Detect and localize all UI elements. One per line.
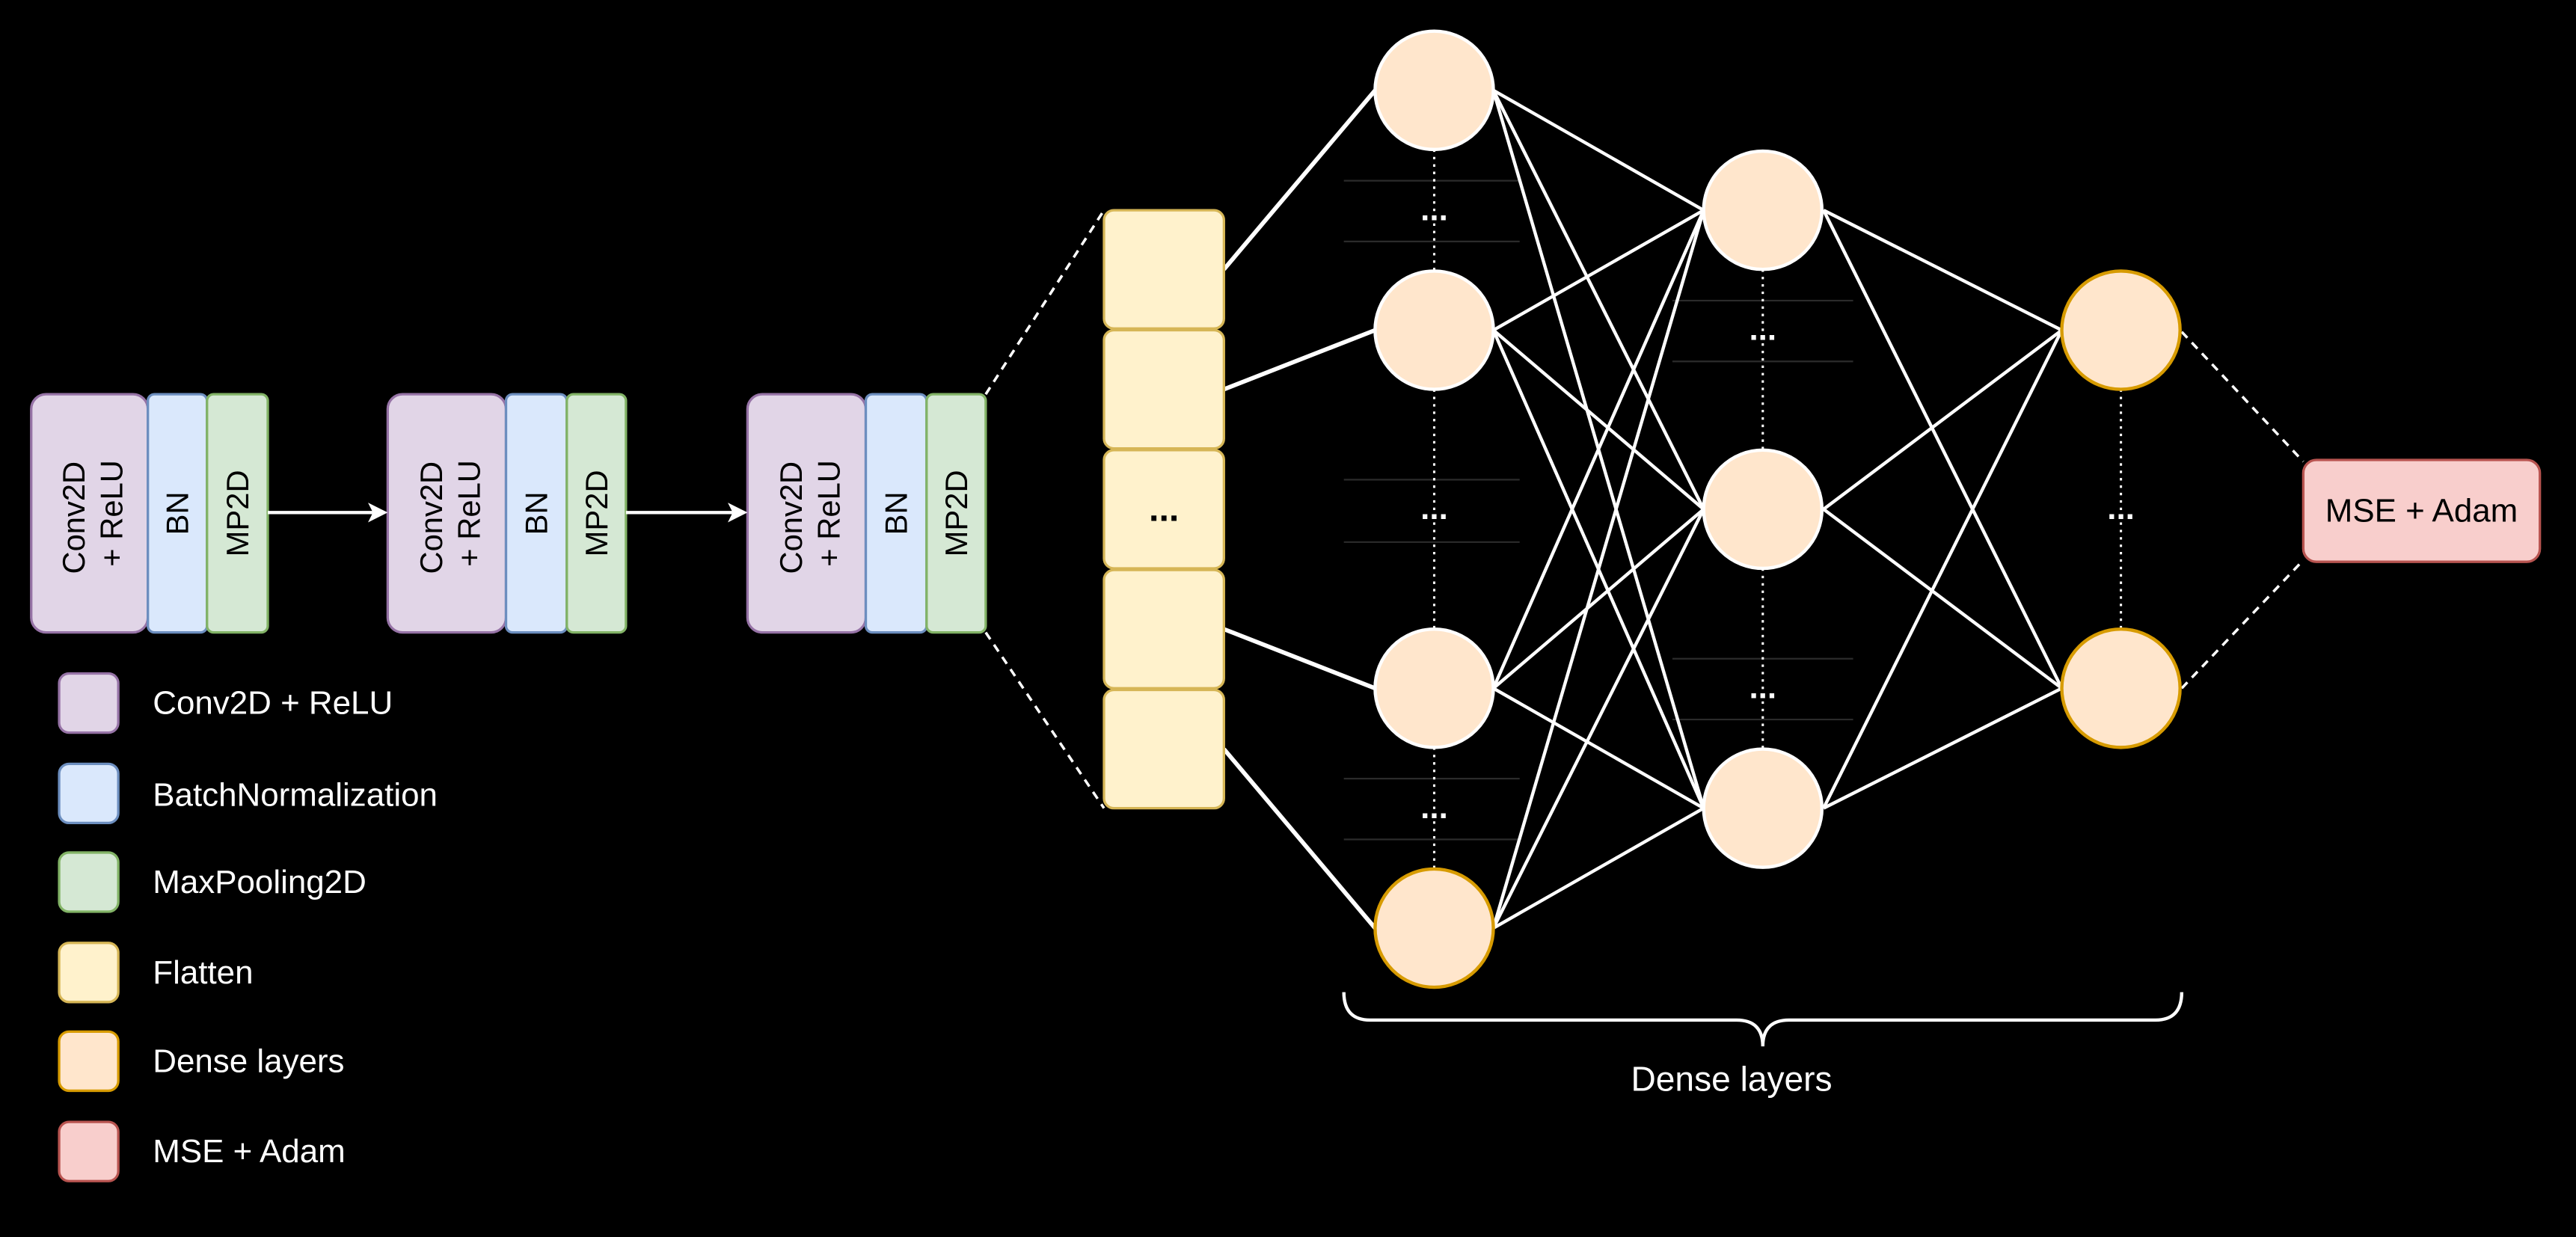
edge [1492,687,1705,810]
dense-layer-1 [1373,29,1495,989]
legend: Conv2D + ReLU BatchNormalization MaxPool… [58,672,438,1182]
flatten-column: ... [1103,209,1225,810]
dense-node [1702,149,1824,271]
legend-swatch-bn [58,762,120,825]
edge [1823,687,2063,810]
conv-block-3: Conv2D + ReLU BN MP2D [746,393,987,634]
legend-item-loss: MSE + Adam [58,1120,346,1182]
dotted-node-connectors [1432,149,2123,869]
edge [1223,627,1376,690]
dense-ellipsis: ... [1420,789,1448,826]
edge [1492,88,1705,212]
maxpool-label: MP2D [220,470,255,556]
loss-box [2301,458,2542,563]
edge [1492,209,1705,332]
flatten-cell [1103,328,1225,450]
dense2-to-dense3-edges [1822,209,2064,810]
dense-ellipsis: ... [1420,490,1448,527]
edge [1222,88,1377,271]
legend-label-loss: MSE + Adam [153,1133,345,1170]
dense-ellipsis: ... [2107,490,2135,527]
legend-label-mp: MaxPooling2D [153,864,367,900]
legend-swatch-loss [58,1120,120,1182]
maxpool-box [925,393,987,634]
flatten-to-dense1-edges [1222,88,1377,930]
legend-swatch-mp [58,851,120,913]
conv2d-relu-label: Conv2D + ReLU [773,452,847,574]
edge [1492,328,1705,511]
dense1-to-dense2-edges [1491,88,1705,930]
legend-label-conv: Conv2D + ReLU [153,685,393,722]
dense-node [1373,29,1495,152]
edge [1822,209,2064,690]
dense-node [1373,867,1495,989]
dense-layer-3 [2060,269,2182,749]
edge [1222,747,1377,930]
dense-ellipsis: ... [1749,669,1776,705]
dense-node [2060,269,2182,391]
legend-item-conv: Conv2D + ReLU [58,672,393,734]
dense-node [1702,448,1824,571]
edge [1823,209,2063,332]
dashed-line-to-flatten-top [984,209,1105,396]
dense-node [1373,269,1495,391]
edge [1822,328,2063,511]
maxpool-label: MP2D [579,470,614,556]
loss-box-group: MSE + Adam [2301,458,2542,563]
edge [1491,89,1705,510]
loss-label: MSE + Adam [2325,493,2518,530]
batchnorm-label: BN [879,491,914,535]
edge [1822,329,2064,809]
batchnorm-label: BN [160,491,195,535]
conv-block-2: Conv2D + ReLU BN MP2D [386,393,628,634]
legend-swatch-conv [58,672,120,734]
legend-swatch-dense [58,1030,120,1093]
dense-ellipses: ... ... ... ... ... ... [1420,191,2135,826]
conv2d-relu-label: Conv2D + ReLU [414,452,487,574]
edge [1822,508,2063,690]
dense-layer-2 [1702,149,1824,869]
legend-item-bn: BatchNormalization [58,762,438,825]
dashed-connectors [984,209,2304,809]
dense-node [1373,627,1495,749]
legend-item-dense: Dense layers [58,1030,345,1093]
dense-ellipsis: ... [1420,191,1448,227]
legend-item-flatten: Flatten [58,942,254,1004]
batchnorm-label: BN [519,491,554,535]
edge [1492,806,1705,930]
maxpool-label: MP2D [939,470,974,556]
dashed-line-to-flatten-bottom [984,631,1105,809]
edge [1223,328,1376,392]
dense-layers-label: Dense layers [1631,1059,1832,1098]
arrow-2-to-3-head [728,503,748,523]
dense-ellipsis: ... [1749,311,1776,348]
flatten-cell [1103,449,1225,570]
edge [1491,209,1705,690]
legend-item-mp: MaxPooling2D [58,851,367,913]
dashed-line-to-loss-bottom [2180,559,2304,690]
edge [1492,508,1705,690]
dense-node [1702,747,1824,869]
legend-label-flatten: Flatten [153,954,253,991]
edge [1491,508,1705,929]
conv-block-1: Conv2D + ReLU BN MP2D [30,393,269,634]
brace-shape [1342,992,2184,1047]
edge [1491,209,1705,929]
legend-label-dense: Dense layers [153,1043,344,1079]
dense-node [2060,627,2182,749]
conv2d-relu-label: Conv2D + ReLU [56,452,129,574]
flatten-cell [1103,568,1225,690]
legend-label-bn: BatchNormalization [153,777,438,814]
dense-layers-brace: Dense layers [1342,992,2184,1098]
block-arrows [268,503,748,523]
arrow-1-to-2-head [368,503,388,523]
legend-swatch-flatten [58,942,120,1004]
flatten-cell [1103,209,1225,330]
dashed-line-to-loss-top [2180,331,2304,463]
flatten-cell [1103,688,1225,810]
flatten-ellipsis: ... [1149,488,1179,529]
